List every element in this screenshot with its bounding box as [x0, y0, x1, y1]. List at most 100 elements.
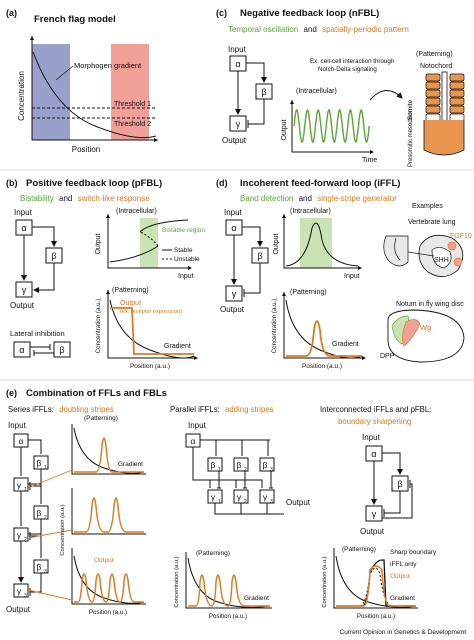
svg-text:β: β: [263, 460, 268, 470]
morphogen-pointer: [55, 65, 74, 81]
somite-block: [449, 81, 465, 90]
svg-text:α: α: [371, 449, 376, 459]
svg-text:Output: Output: [390, 573, 410, 580]
lung-label: Vertebrate lung: [408, 219, 456, 226]
legend-stable-label: Stable: [174, 247, 193, 254]
fgf10-label: FGF10: [450, 233, 472, 240]
osc-axis-time: Time: [362, 157, 377, 164]
svg-text:1: 1: [44, 465, 47, 471]
input-label-c: Input: [228, 45, 247, 54]
axis-pos-b: Position (a.u.): [130, 363, 170, 370]
unstable-branch: [139, 231, 159, 247]
band-axis-input: Input: [344, 273, 360, 280]
svg-text:3: 3: [270, 499, 273, 505]
svg-text:γ: γ: [372, 509, 377, 519]
panel-b-subtitle: Bistability and switch-like response: [20, 194, 150, 203]
parallel-network: α β 1 β 2 β 3 γ 1 γ 2 γ 3: [185, 433, 284, 515]
panel-d-subtitle: Band detection and single-stripe generat…: [240, 194, 397, 203]
series-network: α β 1 γ 1 β 2 γ 2 β 3 γ 3: [13, 433, 49, 599]
parallel-title: Parallel iFFLs: adding stripes: [170, 405, 274, 414]
gamma-symbol-b: γ: [22, 285, 27, 295]
panel-e-title: Combination of FFLs and FBLs: [26, 388, 167, 399]
svg-text:γ: γ: [263, 492, 268, 502]
svg-text:γ: γ: [17, 530, 22, 540]
svg-text:Gradient: Gradient: [118, 461, 143, 468]
notum-label: Notum in fly wing disc: [396, 301, 464, 308]
psm-label: Presomitic mesoderm: [408, 109, 414, 167]
bistable-region: [140, 218, 158, 268]
panel-c-subtitle: Temporal oscillation and spatially-perio…: [228, 25, 409, 34]
morphogen-label: Morphogen gradient: [74, 61, 142, 70]
somite-label: Somite: [407, 100, 414, 121]
interconnected-title-2: boundary sharpening: [338, 417, 411, 426]
output-label-b: Output: [10, 301, 35, 310]
gradient-curve-b: [109, 299, 195, 359]
somite-block: [425, 105, 441, 114]
dpp-label: DPP: [380, 353, 395, 360]
bistable-axis-input: Input: [178, 273, 194, 280]
svg-text:1: 1: [24, 487, 27, 493]
axis-conc-d: Concentration (a.u.): [271, 299, 278, 354]
panel-a-label: (a): [6, 8, 17, 18]
svg-text:γ: γ: [237, 492, 242, 502]
switch-output-curve: [110, 307, 194, 355]
panel-b-label: (b): [6, 178, 18, 188]
svg-text:1: 1: [218, 499, 221, 505]
beta-inhibit-gamma-d: [243, 263, 261, 297]
interconnected-network: α β γ: [365, 445, 413, 522]
interconnected-output-label: Output: [360, 527, 385, 536]
somite-block: [425, 81, 441, 90]
notochord-label: Notochord: [420, 63, 452, 70]
mutual-inhibition-lines: [30, 344, 54, 356]
svg-text:Position (a.u.): Position (a.u.): [357, 613, 395, 620]
lateral-alpha-symbol: α: [19, 345, 24, 355]
region-red: [111, 44, 149, 140]
alpha-symbol-d: α: [231, 223, 236, 233]
svg-text:Concentration (a.u.): Concentration (a.u.): [60, 504, 66, 555]
alpha-symbol-c: α: [235, 59, 240, 69]
bistable-axis-output: Output: [95, 233, 102, 254]
threshold-1-label: Threshold 1: [114, 101, 151, 108]
alpha-symbol-b: α: [21, 223, 26, 233]
note-line-1: Ex. cell-cell interaction through: [310, 58, 395, 65]
svg-text:iFFL only: iFFL only: [390, 561, 417, 568]
svg-text:Position (a.u.): Position (a.u.): [209, 613, 247, 620]
svg-text:β: β: [237, 460, 242, 470]
panel-d-title: Incoherent feed-forward loop (iFFL): [240, 178, 400, 189]
somite-block: [449, 89, 465, 98]
beta-symbol-d: β: [257, 251, 262, 261]
interconnected-input-label: Input: [362, 433, 381, 442]
band-axes: [283, 214, 360, 269]
stable-high-branch: [139, 219, 189, 233]
svg-text:γ: γ: [17, 480, 22, 490]
somite-block: [425, 73, 441, 82]
svg-text:β: β: [37, 562, 42, 572]
panel-c: (c) Negative feedback loop (nFBL) Tempor…: [216, 8, 465, 167]
somite-block: [449, 73, 465, 82]
svg-text:γ: γ: [211, 492, 216, 502]
svg-text:β: β: [37, 458, 42, 468]
series-output-label: Output: [6, 605, 31, 614]
bistable-axes: [107, 214, 190, 269]
patterning-label-b: (Patterning): [112, 287, 149, 294]
beta-inhibit-gamma-c: [247, 99, 265, 128]
band-axis-output: Output: [273, 233, 280, 254]
input-label-b: Input: [14, 208, 33, 217]
patterning-label-c: (Patterning): [416, 51, 453, 58]
lateral-inhibition-label: Lateral inhibition: [10, 329, 65, 338]
svg-text:(Patterning): (Patterning): [84, 415, 118, 422]
note-line-2: Notch-Delta signaling: [318, 66, 377, 73]
svg-text:β: β: [37, 508, 42, 518]
somite-column-right: [449, 73, 465, 122]
panel-e: (e) Combination of FFLs and FBLs Series …: [6, 388, 437, 620]
gamma-node-d: [225, 285, 243, 302]
svg-text:2: 2: [244, 467, 247, 473]
gradient-label-d: Gradient: [332, 341, 359, 348]
axis-conc-b: Concentration (a.u.): [95, 299, 102, 354]
patterning-axes-b: [107, 290, 196, 359]
patterning-label-d: (Patterning): [290, 289, 327, 296]
band-region: [300, 218, 332, 268]
gradient-label-b: Gradient: [164, 343, 191, 350]
svg-text:3: 3: [24, 593, 27, 599]
parallel-output-label: Output: [286, 498, 311, 507]
